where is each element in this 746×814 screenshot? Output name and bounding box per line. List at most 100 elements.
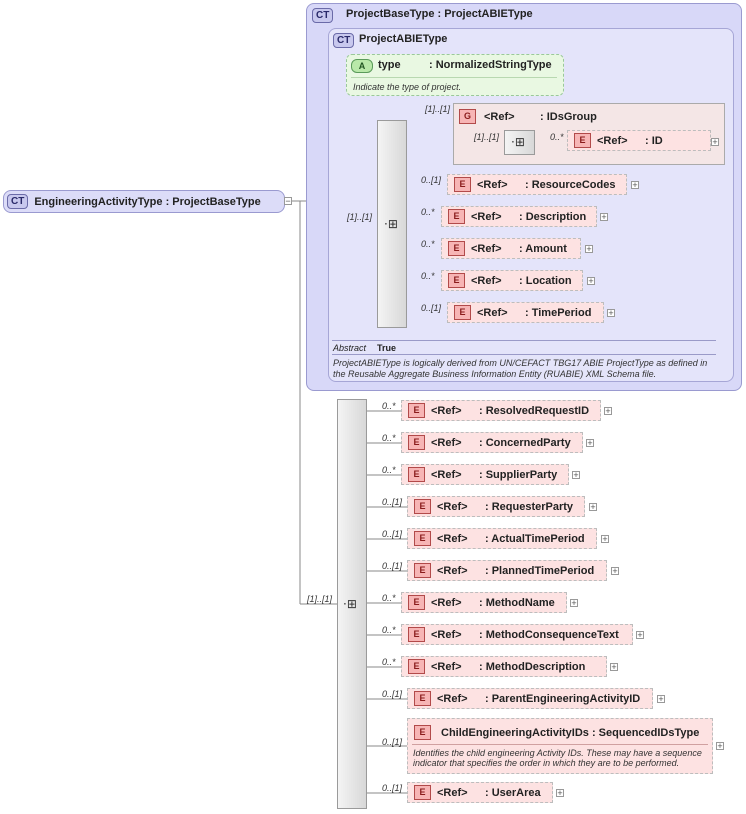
element-amount[interactable]: E <Ref> : Amount — [441, 238, 581, 259]
element-icon: E — [414, 531, 431, 546]
element-planned-time-period[interactable]: E <Ref> : PlannedTimePeriod — [407, 560, 607, 581]
element-name: : TimePeriod — [525, 306, 592, 319]
element-occurrence: 0..[1] — [382, 561, 403, 571]
element-ref: <Ref> — [437, 532, 468, 545]
element-name: : ParentEngineeringActivityID — [485, 692, 641, 705]
element-ref: <Ref> — [477, 306, 508, 319]
element-time-period[interactable]: E <Ref> : TimePeriod — [447, 302, 604, 323]
expand-icon[interactable]: + — [556, 788, 564, 798]
expand-icon[interactable]: + — [631, 180, 639, 190]
element-resolved-request-id[interactable]: E <Ref> : ResolvedRequestID — [401, 400, 601, 421]
element-actual-time-period[interactable]: E <Ref> : ActualTimePeriod — [407, 528, 597, 549]
element-icon: E — [408, 403, 425, 418]
element-ref: <Ref> — [437, 692, 468, 705]
element-description[interactable]: E <Ref> : Description — [441, 206, 597, 227]
element-name: ChildEngineeringActivityIDs : SequencedI… — [441, 726, 700, 739]
element-name: : ConcernedParty — [479, 436, 571, 449]
expand-icon[interactable]: + — [716, 741, 724, 751]
abie-type-doc: ProjectABIEType is logically derived fro… — [333, 358, 708, 379]
sequence-icon: ⋅⊞ — [343, 597, 357, 611]
element-user-area[interactable]: E <Ref> : UserArea — [407, 782, 553, 803]
expand-icon[interactable]: + — [604, 406, 612, 416]
element-method-name[interactable]: E <Ref> : MethodName — [401, 592, 567, 613]
element-icon: E — [448, 241, 465, 256]
expand-icon[interactable]: + — [600, 212, 608, 222]
expand-icon[interactable]: + — [572, 470, 580, 480]
element-method-description[interactable]: E <Ref> : MethodDescription — [401, 656, 607, 677]
expand-icon[interactable]: + — [586, 438, 594, 448]
element-occurrence: 0..* — [421, 207, 435, 217]
expand-icon[interactable]: + — [570, 598, 578, 608]
attribute-name: type — [378, 59, 401, 71]
attribute-icon: A — [351, 59, 373, 73]
expand-icon[interactable]: + — [587, 276, 595, 286]
expand-icon[interactable]: + — [607, 308, 615, 318]
element-concerned-party[interactable]: E <Ref> : ConcernedParty — [401, 432, 583, 453]
group-sequence[interactable] — [504, 130, 535, 155]
group-ref: <Ref> — [484, 110, 515, 123]
expand-icon[interactable]: + — [601, 534, 609, 544]
abstract-label: Abstract — [333, 343, 367, 353]
expand-icon[interactable]: + — [657, 694, 665, 704]
element-ref: <Ref> — [471, 242, 502, 255]
group-seq-occurrence: [1]..[1] — [474, 132, 500, 142]
element-name: : MethodConsequenceText — [479, 628, 619, 641]
element-child-engineering-activity-ids[interactable]: E ChildEngineeringActivityIDs : Sequence… — [407, 718, 713, 774]
element-requester-party[interactable]: E <Ref> : RequesterParty — [407, 496, 585, 517]
group-icon: G — [459, 109, 476, 124]
root-name: EngineeringActivityType — [34, 195, 163, 208]
element-occurrence: 0..[1] — [382, 689, 403, 699]
element-occurrence: 0..[1] — [382, 783, 403, 793]
abie-type-title: ProjectABIEType — [359, 33, 448, 45]
ids-group-occurrence: [1]..[1] — [425, 104, 451, 114]
collapse-icon[interactable]: − — [284, 196, 292, 206]
element-ref: <Ref> — [437, 786, 468, 799]
element-name: : ResolvedRequestID — [479, 404, 590, 417]
element-occurrence: 0..* — [382, 401, 396, 411]
sequence-icon: ⋅⊞ — [511, 135, 525, 149]
element-occurrence: 0..* — [382, 593, 396, 603]
element-ref: <Ref> — [431, 660, 462, 673]
base-type-title: ProjectBaseType : ProjectABIEType — [346, 8, 533, 20]
element-ref: <Ref> — [437, 500, 468, 513]
element-icon: E — [414, 563, 431, 578]
element-occurrence: 0..* — [382, 433, 396, 443]
sequence-occurrence: [1]..[1] — [347, 212, 373, 222]
element-occurrence: 0..* — [382, 625, 396, 635]
element-parent-engineering-activity-id[interactable]: E <Ref> : ParentEngineeringActivityID — [407, 688, 653, 709]
element-icon: E — [414, 499, 431, 514]
main-sequence-compositor[interactable] — [337, 399, 367, 809]
expand-icon[interactable]: + — [610, 662, 618, 672]
expand-icon[interactable]: + — [611, 566, 619, 576]
attribute-type[interactable]: A type : NormalizedStringType Indicate t… — [346, 54, 564, 96]
element-name: : MethodDescription — [479, 660, 586, 673]
expand-icon[interactable]: + — [636, 630, 644, 640]
element-supplier-party[interactable]: E <Ref> : SupplierParty — [401, 464, 569, 485]
element-name: : Amount — [519, 242, 567, 255]
element-name: : ResourceCodes — [525, 178, 616, 191]
root-type-name: EngineeringActivityType : ProjectBaseTyp… — [34, 196, 260, 208]
element-doc: Identifies the child engineering Activit… — [413, 748, 702, 768]
attribute-datatype: : NormalizedStringType — [429, 59, 552, 71]
element-occurrence: 0..[1] — [382, 737, 403, 747]
complex-type-icon: CT — [7, 194, 29, 209]
complex-type-icon: CT — [333, 33, 355, 48]
element-id[interactable]: E <Ref> : ID — [567, 130, 711, 151]
sequence-compositor[interactable] — [377, 120, 407, 328]
element-name: : Description — [519, 210, 587, 223]
element-method-consequence-text[interactable]: E <Ref> : MethodConsequenceText — [401, 624, 633, 645]
root-complex-type[interactable]: CT EngineeringActivityType : ProjectBase… — [3, 190, 285, 213]
element-occurrence: 0..[1] — [382, 497, 403, 507]
element-icon: E — [448, 273, 465, 288]
element-occurrence: 0..* — [421, 271, 435, 281]
root-base-type: : ProjectBaseType — [165, 195, 261, 208]
expand-icon[interactable]: + — [589, 502, 597, 512]
main-sequence-occurrence: [1]..[1] — [307, 594, 333, 604]
element-name: : ActualTimePeriod — [485, 532, 585, 545]
expand-icon[interactable]: + — [585, 244, 593, 254]
element-location[interactable]: E <Ref> : Location — [441, 270, 583, 291]
expand-icon[interactable]: + — [711, 137, 719, 147]
element-ref: <Ref> — [597, 134, 628, 147]
element-resource-codes[interactable]: E <Ref> : ResourceCodes — [447, 174, 627, 195]
element-ref: <Ref> — [477, 178, 508, 191]
